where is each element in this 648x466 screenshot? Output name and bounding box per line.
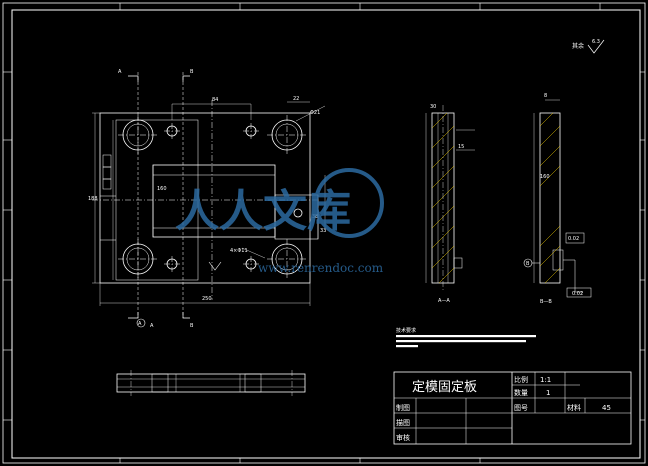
section-aa-dim-top: 30 [430,104,436,110]
section-aa-label: A—A [438,298,450,304]
watermark-brand: 人人文库 [175,186,351,237]
qty-label: 数量 [514,388,528,397]
roughness-note-label: 其余 [572,42,584,50]
dim-corner: 22 [293,96,299,102]
plan-view [116,370,306,396]
roughness-symbol-icon [587,39,605,54]
dim-width-bottom: 250 [202,296,212,302]
tech-req-heading: 技术要求 [396,327,416,334]
section-aa-labels: 30 15 A—A [430,104,464,304]
drawn-label: 制图 [396,403,410,412]
section-bb-dim-mid: 160 [540,174,550,180]
qty-value: 1 [546,389,550,397]
section-bb-view [523,99,592,298]
dim-right-2: 33 [320,228,326,234]
check-label: 审核 [396,433,410,442]
section-a-label-bottom: A [150,323,154,329]
dim-height-mid: 160 [157,186,167,192]
scale-value: 1:1 [540,376,551,384]
section-aa-view [425,105,475,290]
section-bb-callout-2: 0.02 [572,291,583,297]
drawing-no-label: 图号 [514,404,528,412]
title-block [393,371,632,445]
watermark-url: www.renrendoc.com [258,261,384,275]
tech-req-line-1 [396,335,536,338]
tech-req-line-3 [396,345,418,348]
dim-right-1: 38 [312,214,318,220]
front-view-labels: A B A B A 84 22 Φ21 188 160 250 38 33 4×… [88,69,326,329]
dim-center: 84 [212,97,218,103]
material-label: 材料 [567,403,581,412]
section-bb-label: B—B [540,299,552,305]
section-bb-labels: 8 160 0.02 0.02 B B—B [526,93,583,305]
section-bb-callout-1: 0.02 [568,236,579,242]
dim-hole-diameter: Φ21 [310,110,320,116]
design-label: 描图 [396,418,410,427]
tech-req-line-2 [396,340,526,343]
roughness-note-value: 6.3 [592,39,600,45]
front-view [92,72,326,328]
watermark-logo-icon [314,168,384,238]
scale-label: 比例 [514,375,528,384]
section-bb-dim-top: 8 [544,93,547,99]
roughness-note: 其余 6.3 [572,39,605,54]
dim-height-left: 188 [88,196,98,202]
section-b-label-top: B [190,69,194,75]
technical-requirements: 技术要求 [396,327,536,348]
section-aa-dim-side: 15 [458,144,464,150]
watermark: 人人文库 www.renrendoc.com [175,168,384,275]
datum-a-label: A [138,321,142,327]
title-block-text: 定模固定板 比例 1:1 数量 1 图号 材料 45 制图 描图 审核 [396,375,611,442]
material-value: 45 [602,404,611,412]
section-bb-datum: B [526,261,530,267]
hole-callout: 4×Φ11 [230,248,248,254]
part-name: 定模固定板 [412,380,477,395]
section-a-label-top: A [118,69,122,75]
section-b-label-bottom: B [190,323,194,329]
